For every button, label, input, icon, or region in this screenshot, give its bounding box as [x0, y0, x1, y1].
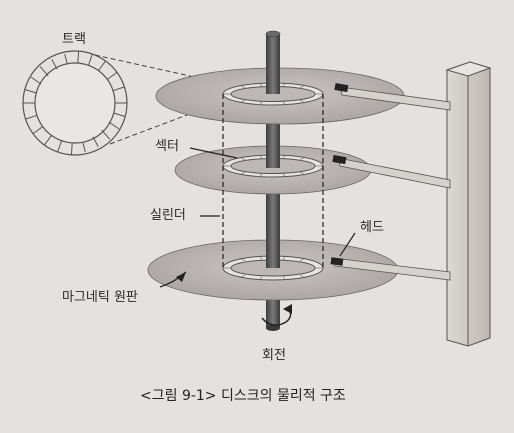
arm-middle — [332, 155, 451, 189]
track-projection-lines — [94, 54, 227, 145]
head-middle — [332, 155, 347, 165]
leader-lines — [159, 147, 356, 288]
arm-top — [334, 83, 451, 111]
track-sector-ticks — [23, 51, 127, 155]
platter-label: 마그네틱 원판 — [62, 290, 138, 305]
head-bottom — [330, 257, 344, 266]
track-label: 트랙 — [62, 32, 86, 47]
head-label: 헤드 — [360, 220, 384, 235]
rotation-arrow-icon — [261, 304, 292, 326]
rotation-label: 회전 — [262, 348, 286, 363]
arm-bottom — [330, 257, 451, 281]
platter-middle — [174, 145, 372, 195]
spindle-top — [266, 34, 280, 94]
sector-label: 섹터 — [155, 139, 179, 154]
head-top — [334, 83, 349, 93]
actuator-post — [445, 61, 492, 347]
figure-caption: <그림 9-1> 디스크의 물리적 구조 — [140, 388, 346, 404]
cylinder-label: 실린더 — [150, 208, 186, 223]
track-ring — [22, 50, 128, 156]
cylinder-outline — [222, 94, 324, 268]
